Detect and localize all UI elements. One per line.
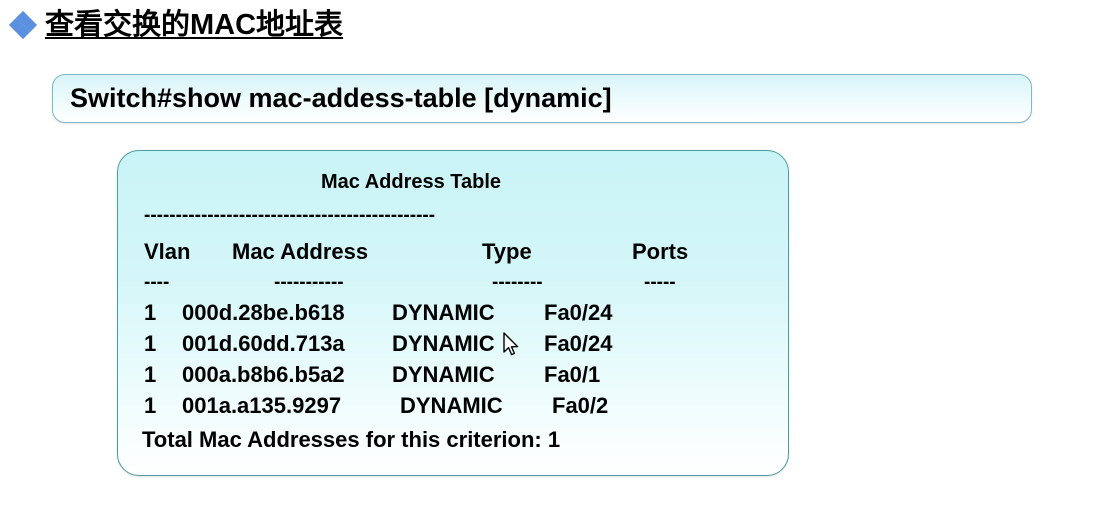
column-header-ports: Ports bbox=[632, 239, 689, 264]
table-row: 1 001d.60dd.713a DYNAMIC Fa0/24 bbox=[144, 328, 774, 359]
column-header-type: Type bbox=[482, 239, 532, 264]
cell-type: DYNAMIC bbox=[400, 392, 503, 418]
cell-mac: 001a.a135.9297 bbox=[182, 392, 342, 418]
column-header-mac: Mac Address bbox=[232, 239, 369, 264]
cell-type: DYNAMIC bbox=[392, 299, 495, 325]
table-column-headers: Vlan Mac Address Type Ports bbox=[144, 239, 764, 265]
cell-ports: Fa0/24 bbox=[544, 330, 613, 356]
cell-ports: Fa0/24 bbox=[544, 299, 613, 325]
cell-type: DYNAMIC bbox=[392, 330, 495, 356]
column-rule-ports: ----- bbox=[644, 272, 676, 293]
command-text: Switch#show mac-addess-table [dynamic] bbox=[70, 83, 612, 113]
table-column-rules: ---- ----------- -------- ----- bbox=[144, 273, 764, 292]
terminal-output-panel: Mac Address Table ----------------------… bbox=[117, 150, 789, 476]
mac-address-table-rows: 1 000d.28be.b618 DYNAMIC Fa0/24 1 001d.6… bbox=[144, 297, 774, 421]
cell-vlan: 1 bbox=[144, 361, 157, 387]
total-mac-addresses-line: Total Mac Addresses for this criterion: … bbox=[142, 427, 561, 452]
column-rule-mac: ----------- bbox=[274, 272, 344, 293]
cell-mac: 001d.60dd.713a bbox=[182, 330, 345, 356]
column-rule-vlan: ---- bbox=[144, 272, 170, 293]
cell-ports: Fa0/2 bbox=[552, 392, 609, 418]
cell-type: DYNAMIC bbox=[392, 361, 495, 387]
cell-mac: 000d.28be.b618 bbox=[182, 299, 345, 325]
diamond-cluster-bullet-icon bbox=[8, 11, 38, 40]
command-bar: Switch#show mac-addess-table [dynamic] bbox=[52, 74, 1032, 123]
terminal-heading: Mac Address Table bbox=[320, 171, 502, 193]
table-row: 1 000a.b8b6.b5a2 DYNAMIC Fa0/1 bbox=[144, 359, 774, 390]
cell-vlan: 1 bbox=[144, 330, 157, 356]
cell-vlan: 1 bbox=[144, 392, 157, 418]
column-header-vlan: Vlan bbox=[144, 239, 191, 264]
cell-ports: Fa0/1 bbox=[544, 361, 601, 387]
page-title: 查看交换的MAC地址表 bbox=[45, 9, 344, 41]
table-row: 1 000d.28be.b618 DYNAMIC Fa0/24 bbox=[144, 297, 774, 328]
cell-mac: 000a.b8b6.b5a2 bbox=[182, 361, 345, 387]
terminal-top-rule: ----------------------------------------… bbox=[144, 205, 436, 226]
cell-vlan: 1 bbox=[144, 299, 157, 325]
slide-title-row: 查看交换的MAC地址表 bbox=[8, 9, 344, 41]
table-row: 1 001a.a135.9297 DYNAMIC Fa0/2 bbox=[144, 390, 774, 421]
column-rule-type: -------- bbox=[492, 272, 543, 293]
